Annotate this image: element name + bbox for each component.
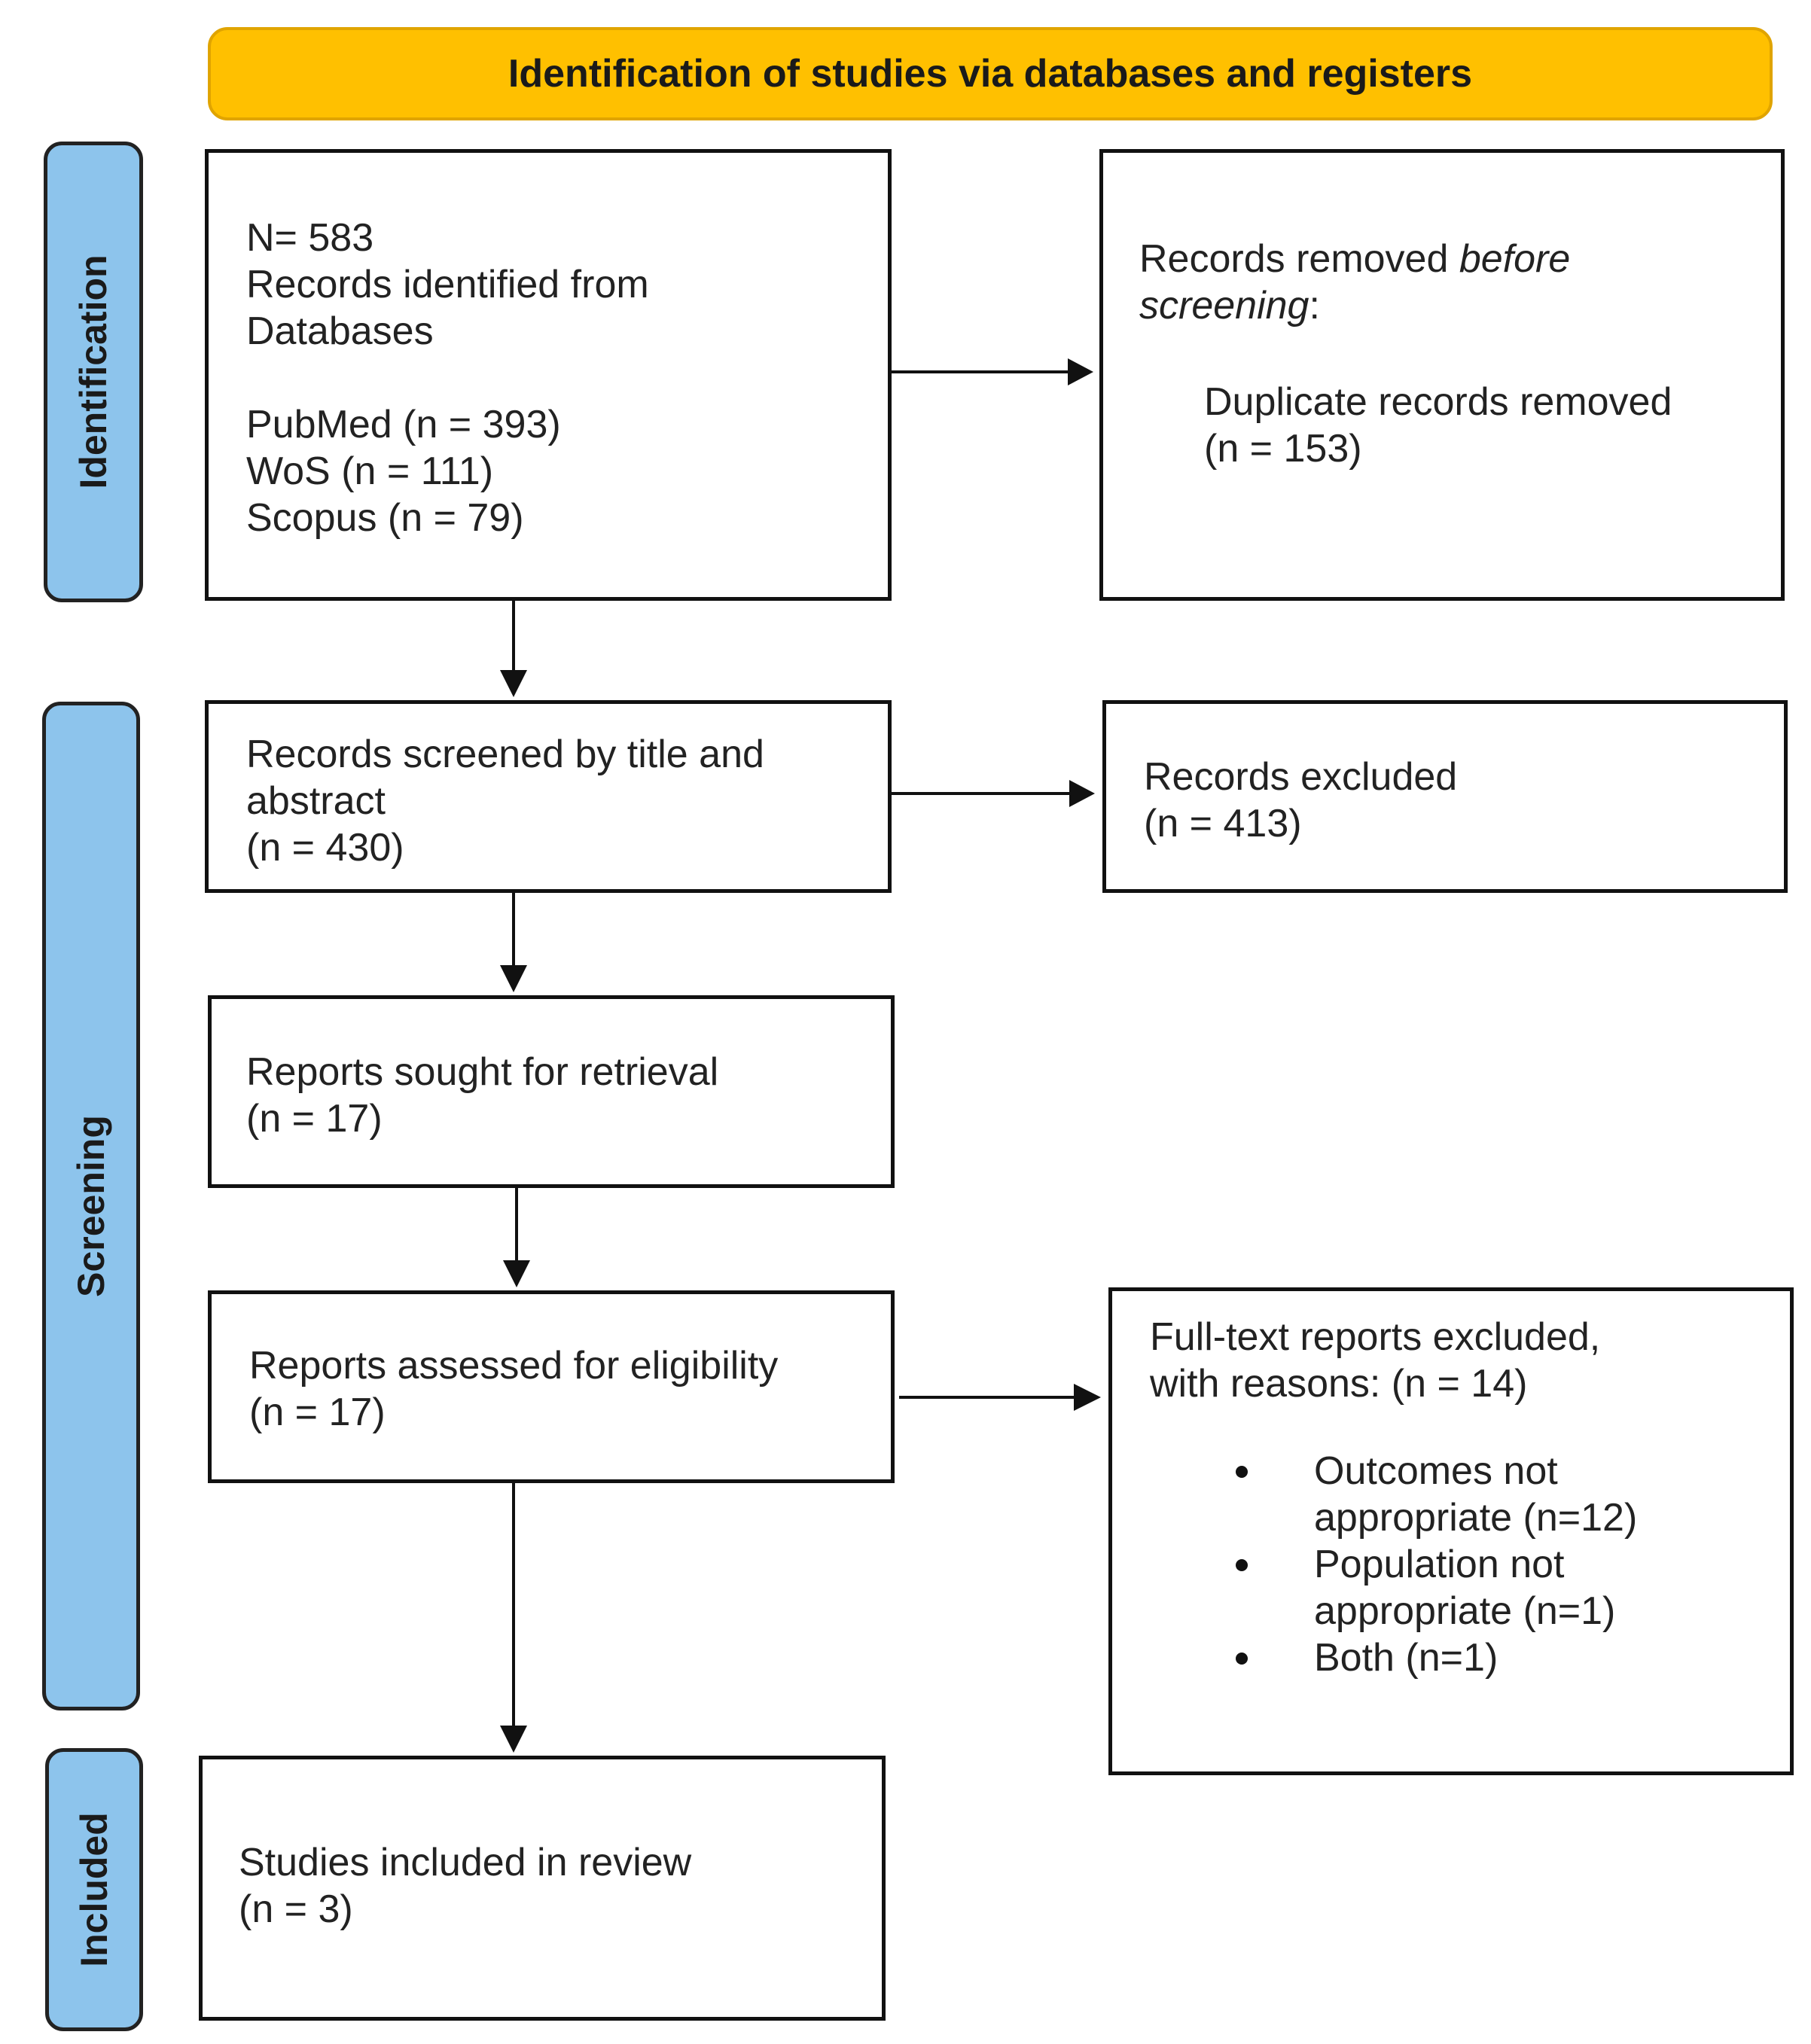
- box-records-identified: N= 583 Records identified from Databases…: [205, 149, 892, 601]
- box-records-removed: Records removed before screening: Duplic…: [1099, 149, 1785, 601]
- assessed-count: (n = 17): [249, 1391, 386, 1434]
- reason-population-line-1: Population not: [1314, 1543, 1565, 1586]
- reason-both-line-1: Both (n=1): [1314, 1636, 1498, 1680]
- removed-heading-2: screening:: [1139, 284, 1320, 327]
- exclusion-reasons-list: Outcomes not appropriate (n=12) Populati…: [1150, 1448, 1790, 1681]
- excluded-count: (n = 413): [1144, 802, 1302, 845]
- bullet-icon: [1236, 1559, 1248, 1571]
- included-label: Studies included in review: [239, 1841, 692, 1884]
- header-title: Identification of studies via databases …: [508, 52, 1473, 96]
- screened-label-2: abstract: [246, 779, 386, 823]
- header-banner: Identification of studies via databases …: [208, 27, 1773, 120]
- box-studies-included: Studies included in review (n = 3): [199, 1756, 886, 2021]
- source-scopus: Scopus (n = 79): [246, 496, 524, 540]
- sought-label: Reports sought for retrieval: [246, 1050, 719, 1094]
- reason-both: Both (n=1): [1150, 1634, 1790, 1681]
- reason-outcomes: Outcomes not appropriate (n=12): [1150, 1448, 1790, 1541]
- duplicates-count: (n = 153): [1204, 427, 1362, 471]
- removed-heading-1: Records removed before: [1139, 237, 1571, 281]
- screened-label-1: Records screened by title and: [246, 733, 764, 776]
- identified-label-1: Records identified from: [246, 263, 649, 306]
- duplicates-label: Duplicate records removed: [1204, 380, 1672, 424]
- fulltext-label-1: Full-text reports excluded,: [1150, 1315, 1601, 1359]
- identified-label-2: Databases: [246, 309, 434, 353]
- reason-population-line-2: appropriate (n=1): [1314, 1589, 1616, 1633]
- bullet-icon: [1236, 1466, 1248, 1478]
- phase-screening: Screening: [42, 702, 140, 1710]
- box-reports-assessed: Reports assessed for eligibility (n = 17…: [208, 1290, 895, 1483]
- screened-count: (n = 430): [246, 826, 404, 870]
- reason-outcomes-line-2: appropriate (n=12): [1314, 1496, 1638, 1540]
- box-reports-sought: Reports sought for retrieval (n = 17): [208, 995, 895, 1188]
- reason-population: Population not appropriate (n=1): [1150, 1541, 1790, 1634]
- box-records-screened: Records screened by title and abstract (…: [205, 700, 892, 893]
- phase-identification: Identification: [44, 142, 143, 602]
- total-count: N= 583: [246, 216, 374, 260]
- box-records-excluded: Records excluded (n = 413): [1102, 700, 1788, 893]
- phase-included: Included: [45, 1748, 143, 2031]
- reason-outcomes-line-1: Outcomes not: [1314, 1449, 1558, 1493]
- included-count: (n = 3): [239, 1887, 353, 1931]
- sought-count: (n = 17): [246, 1097, 383, 1141]
- bullet-icon: [1236, 1653, 1248, 1665]
- source-wos: WoS (n = 111): [246, 449, 494, 493]
- fulltext-label-2: with reasons: (n = 14): [1150, 1362, 1528, 1406]
- excluded-label: Records excluded: [1144, 755, 1458, 799]
- assessed-label: Reports assessed for eligibility: [249, 1344, 779, 1388]
- source-pubmed: PubMed (n = 393): [246, 403, 561, 446]
- box-fulltext-excluded: Full-text reports excluded, with reasons…: [1108, 1287, 1794, 1775]
